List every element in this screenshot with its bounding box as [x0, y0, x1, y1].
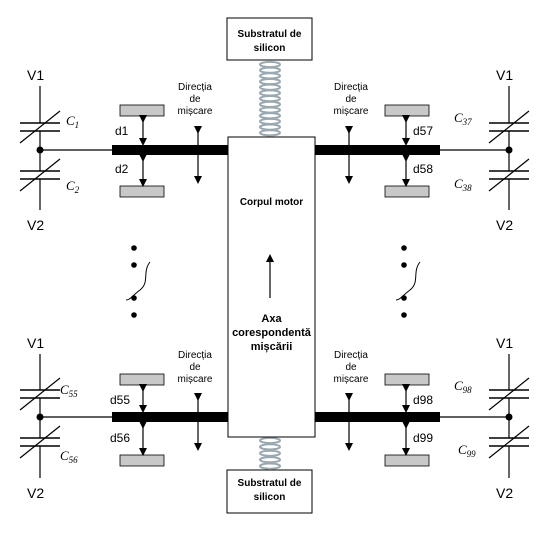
junction-node-br: [505, 413, 513, 421]
axis-label-3: mișcării: [251, 341, 293, 353]
substrate-top-label-1: Substratul de: [238, 29, 302, 40]
substrate-top-box: [226, 17, 313, 61]
spring-coil: [259, 106, 281, 114]
spring-coil: [259, 66, 281, 74]
cap-label-c1: C1: [66, 113, 79, 130]
spring-coil: [259, 456, 281, 464]
cap-label-c37: C37: [454, 110, 472, 127]
electrode-d57: [384, 104, 430, 117]
circuit-bottom-left: [19, 354, 112, 478]
motion-label-br-3: mișcare: [333, 374, 368, 385]
gap-label-d58: d58: [413, 162, 433, 176]
cap-label-c98: C98: [454, 378, 472, 395]
voltage-v2-br: V2: [496, 485, 513, 501]
spring-coil: [259, 117, 281, 126]
motion-label-br-2: de: [345, 362, 357, 373]
motor-body: [227, 136, 316, 438]
gap-label-d2: d2: [115, 162, 129, 176]
voltage-v2-bl: V2: [27, 485, 44, 501]
motion-label-tr-2: de: [345, 94, 357, 105]
ellipsis-right: [395, 245, 421, 318]
substrate-top-label-2: silicon: [254, 43, 286, 54]
spring-coil: [259, 436, 281, 445]
voltage-v1-tr: V1: [496, 67, 513, 83]
motor-body-label: Corpul motor: [240, 197, 303, 208]
motion-label-tr-1: Direcția: [334, 82, 368, 93]
spring-bottom: [259, 436, 281, 470]
circuit-bottom-right: [440, 354, 530, 478]
spring-coil: [259, 72, 281, 80]
spring-coil: [259, 60, 281, 69]
voltage-v2-tr: V2: [496, 217, 513, 233]
motion-label-tl-3: mișcare: [177, 106, 212, 117]
gap-label-d56: d56: [110, 431, 130, 445]
gap-label-d98: d98: [413, 393, 433, 407]
arm-top-right: [315, 145, 440, 155]
voltage-v2-tl: V2: [27, 217, 44, 233]
substrate-bottom-label-1: Substratul de: [238, 478, 302, 489]
spring-coil: [259, 112, 281, 120]
electrode-d99: [384, 454, 430, 467]
axis-label-2: corespondentă: [232, 327, 312, 339]
arm-bottom-right: [315, 412, 440, 422]
cap-label-c55: C55: [60, 382, 78, 399]
spring-coil: [259, 462, 281, 470]
motion-label-tr-3: mișcare: [333, 106, 368, 117]
electrode-d55: [119, 373, 165, 386]
spring-coil: [259, 100, 281, 108]
circuit-top-left: [19, 86, 112, 210]
junction-node-bl: [36, 413, 44, 421]
spring-coil: [259, 129, 281, 137]
gap-label-d55: d55: [110, 393, 130, 407]
gap-label-d1: d1: [115, 124, 129, 138]
junction-node-tl: [36, 146, 44, 154]
electrode-d1: [119, 104, 165, 117]
electrode-d58: [384, 185, 430, 198]
axis-label-1: Axa: [261, 313, 282, 325]
junction-node-tr: [505, 146, 513, 154]
voltage-v1-bl: V1: [27, 335, 44, 351]
spring-coil: [259, 95, 281, 103]
electrode-d98: [384, 373, 430, 386]
voltage-v1-br: V1: [496, 335, 513, 351]
spring-coil: [259, 77, 281, 86]
motion-label-bl-3: mișcare: [177, 374, 212, 385]
electrode-d56: [119, 454, 165, 467]
spring-top: [259, 60, 281, 137]
motion-label-tl-2: de: [189, 94, 201, 105]
spring-coil: [259, 443, 281, 451]
spring-coil: [259, 89, 281, 97]
substrate-bottom-box: [226, 469, 313, 514]
spring-coil: [259, 449, 281, 457]
spring-coil: [259, 83, 281, 91]
motion-label-bl-1: Direcția: [178, 350, 212, 361]
spring-coil: [259, 123, 281, 131]
gap-label-d57: d57: [413, 124, 433, 138]
motion-label-br-1: Direcția: [334, 350, 368, 361]
arm-bottom-left: [112, 412, 228, 422]
substrate-bottom-label-2: silicon: [254, 492, 286, 503]
gap-label-d99: d99: [413, 431, 433, 445]
cap-label-c56: C56: [60, 448, 78, 465]
ellipsis-left: [125, 245, 151, 318]
voltage-v1-tl: V1: [27, 67, 44, 83]
cap-label-c38: C38: [454, 176, 472, 193]
motion-label-tl-1: Direcția: [178, 82, 212, 93]
cap-label-c99: C99: [458, 442, 476, 459]
arm-top-left: [112, 145, 228, 155]
electrode-d2: [119, 185, 165, 198]
motion-label-bl-2: de: [189, 362, 201, 373]
cap-label-c2: C2: [66, 178, 80, 195]
circuit-top-right: [440, 86, 530, 210]
